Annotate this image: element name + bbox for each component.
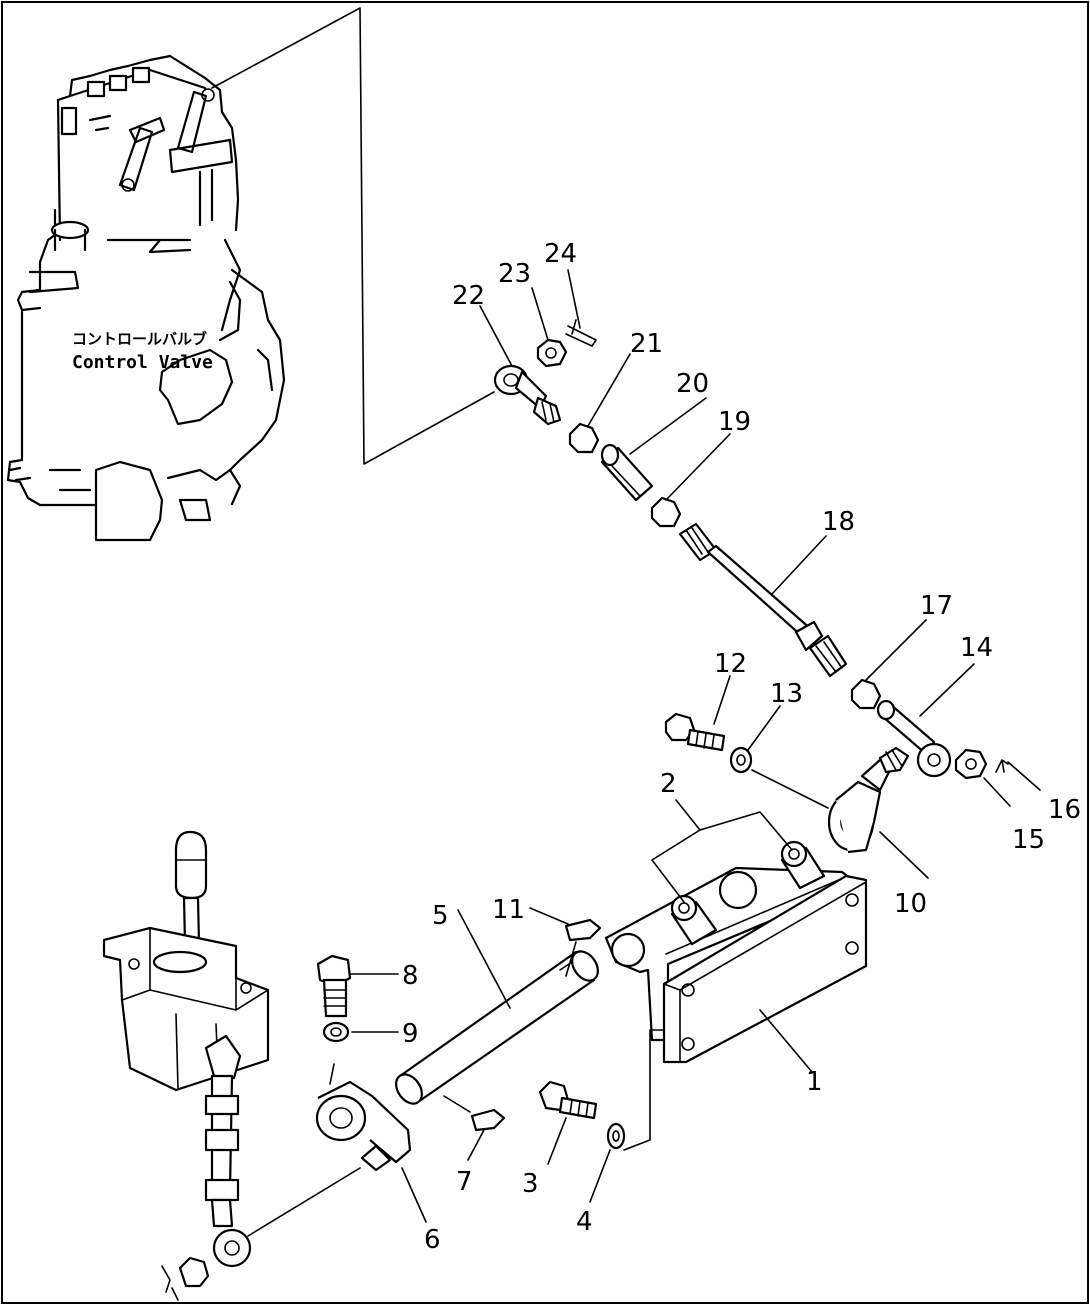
nut-23: [536, 338, 568, 368]
leader-lines: [349, 269, 1041, 1223]
rod-end-14: [876, 699, 952, 778]
callout-13: 13: [770, 679, 803, 709]
cotter-pin-24: [565, 319, 597, 347]
turnbuckle-20: [600, 443, 654, 502]
callout-9: 9: [402, 1019, 419, 1049]
lever-10: [827, 746, 910, 854]
valve-connection-line: [211, 7, 495, 465]
bottom-pin: [161, 1265, 179, 1301]
rod-18: [678, 522, 848, 678]
bolt-12: [664, 712, 726, 752]
callout-numbers: 1 2 3 4 5 6 7 8 9 10 11 12 13 14 15 16 1…: [402, 239, 1081, 1255]
bolt-3: [538, 1080, 598, 1120]
callout-12: 12: [714, 649, 747, 679]
callout-14: 14: [960, 633, 993, 663]
callout-22: 22: [452, 281, 485, 311]
nut-21: [568, 422, 600, 454]
bolt-alignment-line: [623, 1029, 665, 1151]
callout-11: 11: [492, 895, 525, 925]
control-valve-body: [6, 54, 286, 542]
valve-label-en: Control Valve: [72, 352, 213, 373]
rod-end-22: [493, 364, 562, 426]
washer-13: [729, 746, 753, 774]
callout-15: 15: [1012, 825, 1045, 855]
callout-18: 18: [822, 507, 855, 537]
callout-1: 1: [806, 1067, 823, 1097]
callout-24: 24: [544, 239, 577, 269]
pin-16: [995, 759, 1009, 773]
callout-6: 6: [424, 1225, 441, 1255]
callout-21: 21: [630, 329, 663, 359]
washer-9: [322, 1021, 350, 1043]
lever-6: [315, 1063, 412, 1172]
washer-4: [606, 1122, 626, 1150]
callout-16: 16: [1048, 795, 1081, 825]
callout-8: 8: [402, 961, 419, 991]
callout-23: 23: [498, 259, 531, 289]
bushing-2: [670, 840, 826, 946]
callout-7: 7: [456, 1167, 473, 1197]
callout-5: 5: [432, 901, 449, 931]
bottom-nut: [178, 1256, 210, 1288]
key-7: [470, 1108, 506, 1132]
callout-2: 2: [660, 769, 677, 799]
callout-3: 3: [522, 1169, 539, 1199]
callout-10: 10: [894, 889, 927, 919]
bolt-8: [316, 954, 352, 1018]
bracket-1: [604, 866, 868, 1064]
nut-15: [954, 748, 988, 780]
callout-19: 19: [718, 407, 751, 437]
key-11: [564, 918, 602, 942]
lever-connection-line: [247, 1167, 361, 1237]
callout-20: 20: [676, 369, 709, 399]
callout-17: 17: [920, 591, 953, 621]
shaft-5: [395, 950, 599, 1105]
control-lever-base: [102, 830, 270, 1268]
nut-17: [850, 678, 882, 710]
nut-19: [650, 496, 682, 528]
callout-4: 4: [576, 1207, 593, 1237]
valve-label-jp: コントロールバルブ: [72, 330, 207, 348]
